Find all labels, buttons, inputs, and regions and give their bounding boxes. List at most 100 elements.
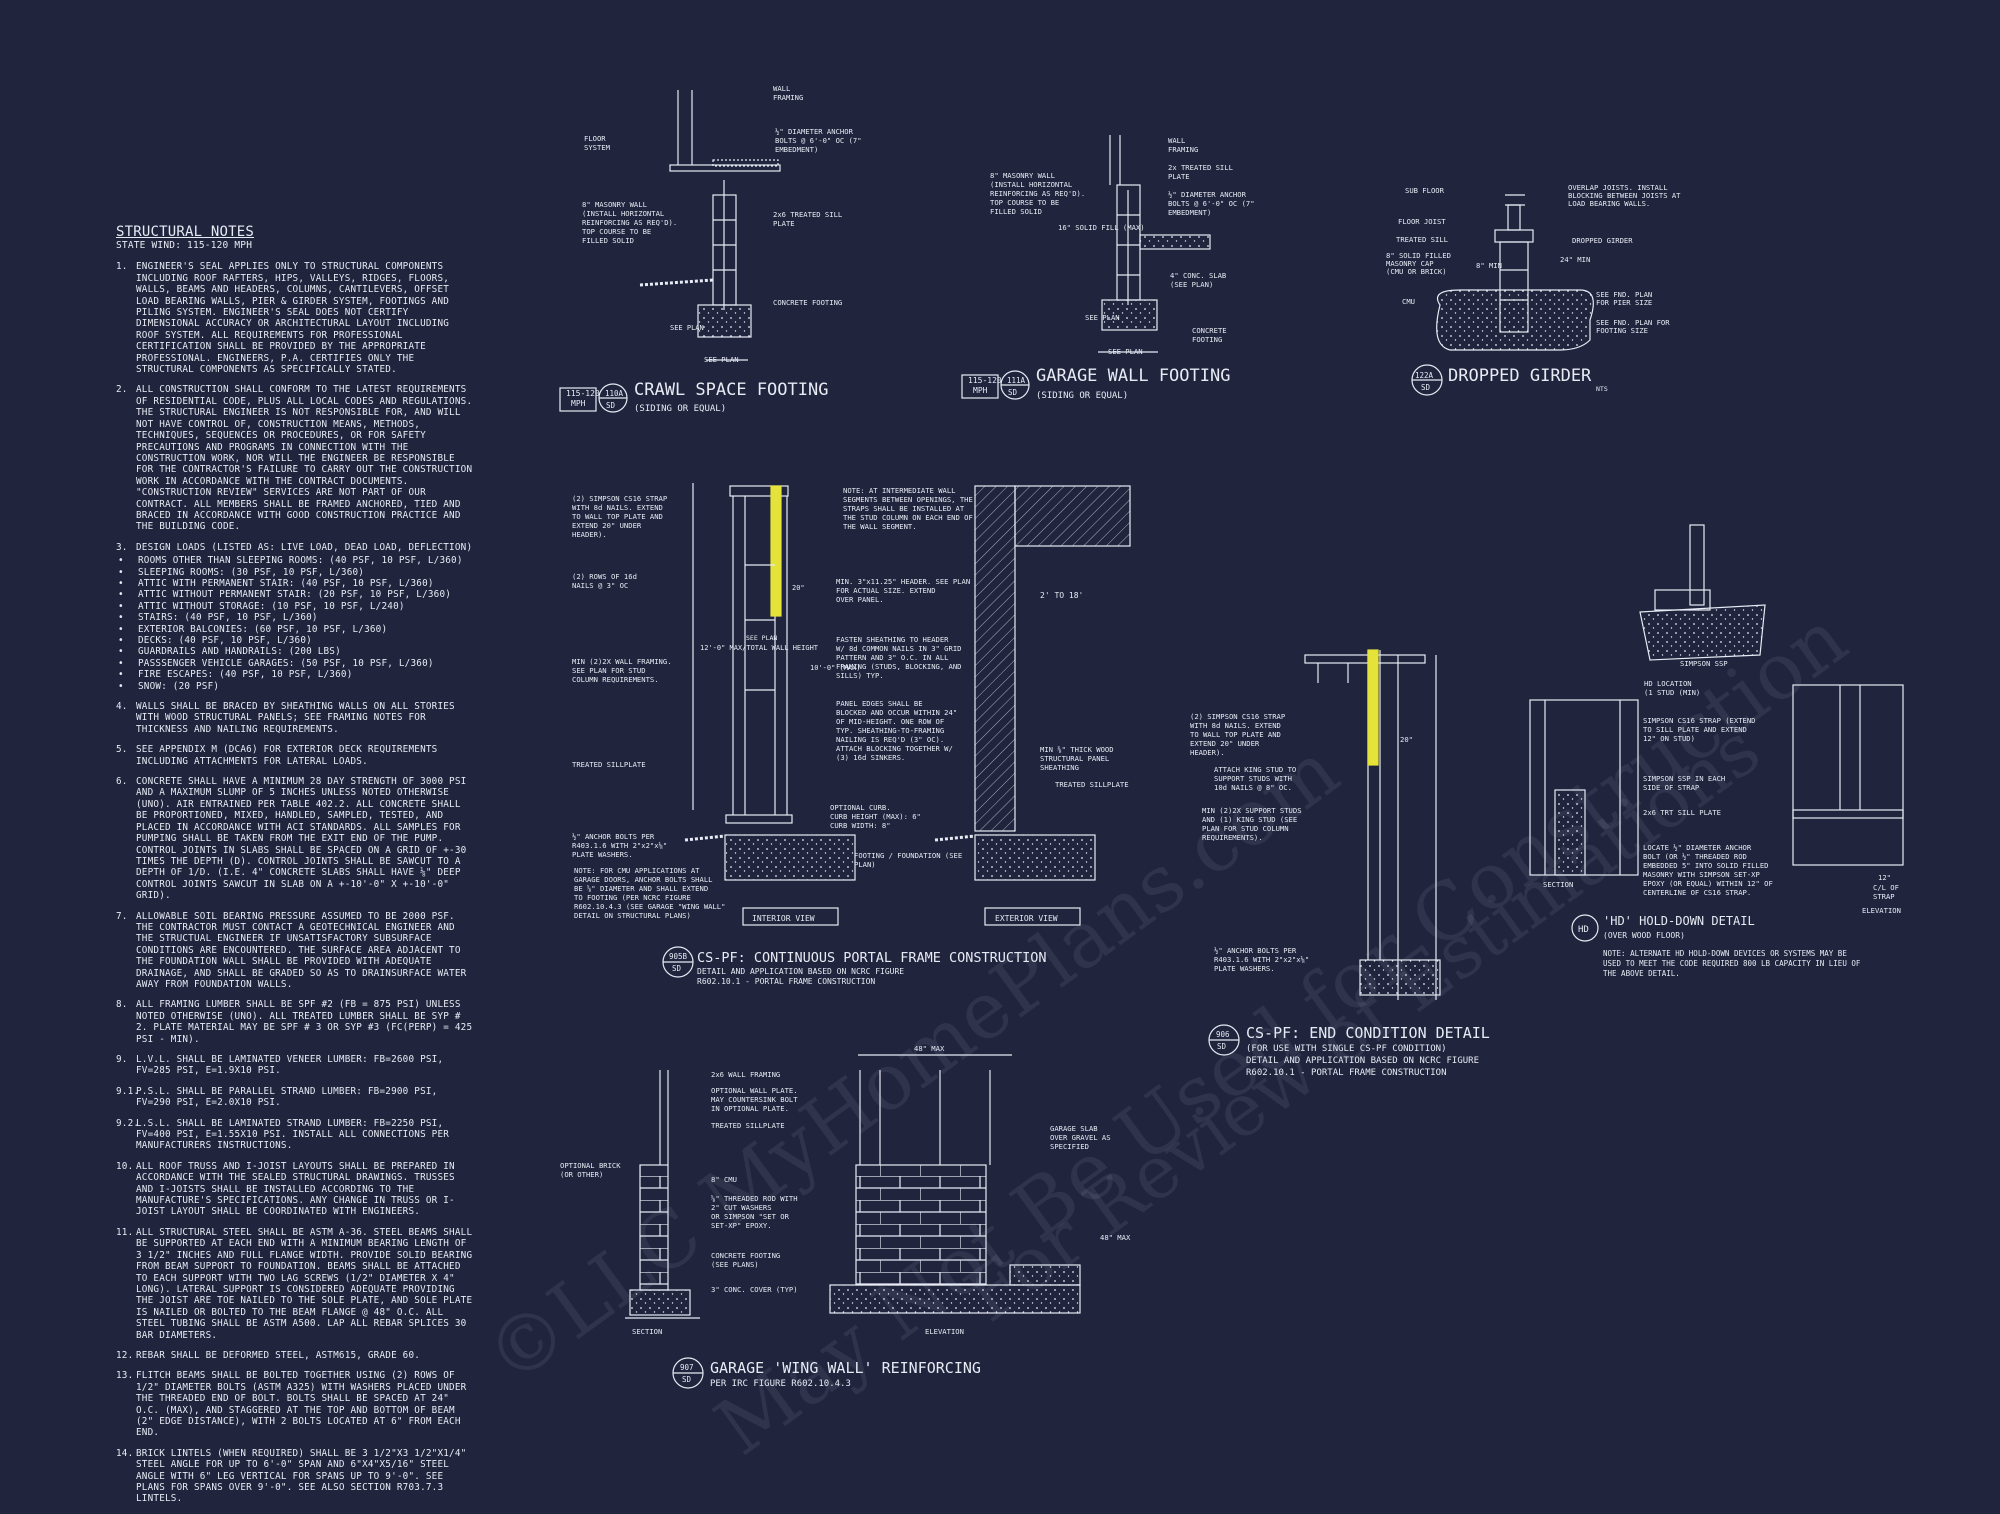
callout-text: OVER PANEL. (836, 595, 884, 604)
callout-text: PLATE WASHERS. (1214, 964, 1275, 973)
callout-text: ATTACH KING STUD TO (1214, 765, 1296, 774)
design-load-text: SNOW: (20 PSF) (138, 680, 220, 692)
detail-bubbles (559, 364, 1599, 1389)
callout-text: TREATED SILLPLATE (572, 760, 646, 769)
callout-text: 2" CUT WASHERS (711, 1203, 772, 1212)
callout-text: EXTERIOR VIEW (995, 914, 1058, 923)
callout-text: STRUCTURAL PANEL (1040, 754, 1109, 763)
design-load-item: •ATTIC WITH PERMANENT STAIR: (40 PSF, 10… (116, 578, 476, 589)
bullet-icon: • (118, 555, 124, 567)
callout-text: HEADER). (572, 530, 607, 539)
design-load-text: ATTIC WITH PERMANENT STAIR: (40 PSF, 10 … (138, 577, 434, 589)
callout-text: FRAMING (STUDS, BLOCKING, AND (836, 662, 962, 671)
callout-text: SEGMENTS BETWEEN OPENINGS, THE (843, 495, 973, 504)
detail-subtitle: R602.10.1 - PORTAL FRAME CONSTRUCTION (1246, 1068, 1446, 1078)
detail-subtitle: DETAIL AND APPLICATION BASED ON NCRC FIG… (697, 967, 904, 976)
portal-frame-exterior-view (934, 485, 1131, 926)
note-number: 13. (116, 1370, 134, 1382)
note-text: ENGINEER'S SEAL APPLIES ONLY TO STRUCTUR… (136, 261, 450, 376)
callout-text: ELEVATION (1862, 906, 1901, 915)
note-number: 5. (116, 744, 128, 756)
callout-text: SEE PLAN (1085, 313, 1120, 322)
sheet-number: SD (682, 1375, 692, 1384)
callout-text: (SEE PLAN) (1170, 280, 1213, 289)
callout-text: ½" ANCHOR BOLTS PER (1214, 946, 1297, 955)
callout-text: 12'-0" MAX/TOTAL WALL HEIGHT (700, 644, 819, 652)
detail-number: 907 (680, 1363, 694, 1372)
wing-wall-section (625, 1070, 700, 1319)
callout-text: 20" (792, 584, 805, 592)
callout-text: R403.1.6 WITH 2"x2"x⅛" (1214, 955, 1309, 964)
callout-text: SECTION (1543, 880, 1573, 889)
callout-text: WALL (1168, 136, 1185, 145)
detail-title: DROPPED GIRDER (1448, 366, 1592, 386)
callout-text: (INSTALL HORIZONTAL (990, 180, 1072, 189)
callout-text: (2) ROWS OF 16d (572, 572, 637, 581)
detail-title: GARAGE 'WING WALL' REINFORCING (710, 1359, 981, 1377)
hd-note: USED TO MEET THE CODE REQUIRED 800 LB CA… (1603, 959, 1861, 968)
detail-subtitle: (FOR USE WITH SINGLE CS-PF CONDITION) (1246, 1044, 1446, 1054)
callout-text: WITH 8d NAILS. EXTEND (572, 503, 663, 512)
design-load-item: •ATTIC WITHOUT STORAGE: (10 PSF, 10 PSF,… (116, 601, 476, 612)
callout-text: (CMU OR BRICK) (1386, 267, 1447, 276)
callout-text: TREATED SILLPLATE (711, 1121, 785, 1130)
note-item: 9.2.L.S.L. SHALL BE LAMINATED STRAND LUM… (116, 1118, 476, 1152)
detail-subtitle: (SIDING OR EQUAL) (634, 404, 726, 414)
design-load-item: •SLEEPING ROOMS: (30 PSF, 10 PSF, L/360) (116, 567, 476, 578)
callout-text: PLAN) (854, 860, 876, 869)
callout-text: FLOOR (584, 134, 606, 143)
design-load-item: •GUARDRAILS AND HANDRAILS: (200 LBS) (116, 646, 476, 657)
note-item: 5.SEE APPENDIX M (DCA6) FOR EXTERIOR DEC… (116, 744, 476, 767)
bullet-icon: • (118, 612, 124, 624)
callout-text: SEE PLAN (1108, 347, 1143, 356)
callout-text: CMU (1402, 297, 1415, 306)
note-text: CONCRETE SHALL HAVE A MINIMUM 28 DAY STR… (136, 776, 467, 902)
callout-text: DETAIL ON STRUCTURAL PLANS) (574, 911, 691, 920)
callout-text: SET-XP" EPOXY. (711, 1221, 772, 1230)
callout-text: R602.10.4.3 (SEE GARAGE "WING WALL" (574, 902, 725, 911)
callout-text: FLOOR JOIST (1398, 217, 1446, 226)
design-load-item: •PASSSENGER VEHICLE GARAGES: (50 PSF, 10… (116, 658, 476, 669)
callout-text: TOP COURSE TO BE (582, 227, 651, 236)
note-text: ALL FRAMING LUMBER SHALL BE SPF #2 (Fb =… (136, 999, 473, 1045)
callout-text: OVER GRAVEL AS (1050, 1133, 1111, 1142)
callout-text: BLOCKING BETWEEN JOISTS AT (1568, 191, 1681, 200)
bullet-icon: • (118, 623, 124, 635)
note-number: 14. (116, 1447, 134, 1459)
detail-subtitle: R602.10.1 - PORTAL FRAME CONSTRUCTION (697, 977, 875, 986)
callout-text: 3" CONC. COVER (TYP) (711, 1285, 798, 1294)
design-load-text: DECKS: (40 PSF, 10 PSF, L/360) (138, 635, 312, 646)
callout-text: SHEATHING (1040, 763, 1079, 772)
design-load-text: PASSSENGER VEHICLE GARAGES: (50 PSF, 10 … (138, 657, 434, 669)
callout-text: SEE PLAN FOR STUD (572, 666, 646, 675)
note-number: 9.2. (116, 1117, 140, 1129)
callout-text: BOLT (OR ½" THREADED ROD (1643, 852, 1747, 861)
note-item: 7.ALLOWABLE SOIL BEARING PRESSURE ASSUME… (116, 911, 476, 991)
design-load-text: ROOMS OTHER THAN SLEEPING ROOMS: (40 PSF… (138, 555, 463, 567)
hold-down-drawing (1529, 524, 1904, 876)
note-text: DESIGN LOADS (LISTED AS: LIVE LOAD, DEAD… (136, 541, 473, 553)
callout-text: EMBEDDED 5" INTO SOLID FILLED (1643, 861, 1769, 870)
detail-number: 906 (1216, 1030, 1230, 1039)
callout-text: THE WALL SEGMENT. (843, 522, 917, 531)
callout-text: FOOTING / FOUNDATION (SEE (854, 851, 962, 860)
sheet-number: SD (1217, 1042, 1227, 1051)
garage-wall-footing-drawing (1098, 135, 1211, 353)
callout-text: 48" MAX (914, 1044, 945, 1053)
callout-text: SIMPSON SSP IN EACH (1643, 774, 1725, 783)
callout-text: CENTERLINE OF CS16 STRAP. (1643, 888, 1751, 897)
callout-text: BOLTS @ 6'-0" OC (7" (1168, 199, 1255, 208)
callout-text: 48" MAX (1100, 1233, 1131, 1242)
callout-text: FILLED SOLID (990, 207, 1042, 216)
callout-text: OVERLAP JOISTS. INSTALL (1568, 183, 1668, 192)
detail-title: CS-PF: END CONDITION DETAIL (1246, 1024, 1490, 1042)
structural-notes: STRUCTURAL NOTES STATE Wind: 115-120 mph… (116, 224, 476, 1514)
callout-text: CURB HEIGHT (MAX): 6" (830, 812, 921, 821)
design-load-text: EXTERIOR BALCONIES: (60 PSF, 10 PSF, L/3… (138, 623, 388, 635)
callout-text: R403.1.6 WITH 2"x2"x⅛" (572, 841, 667, 850)
callout-text: REQUIREMENTS). (1202, 833, 1263, 842)
callout-text: REINFORCING AS REQ'D). (582, 218, 677, 227)
callout-text: 8" MIN (1476, 261, 1502, 270)
bullet-icon: • (118, 680, 124, 692)
